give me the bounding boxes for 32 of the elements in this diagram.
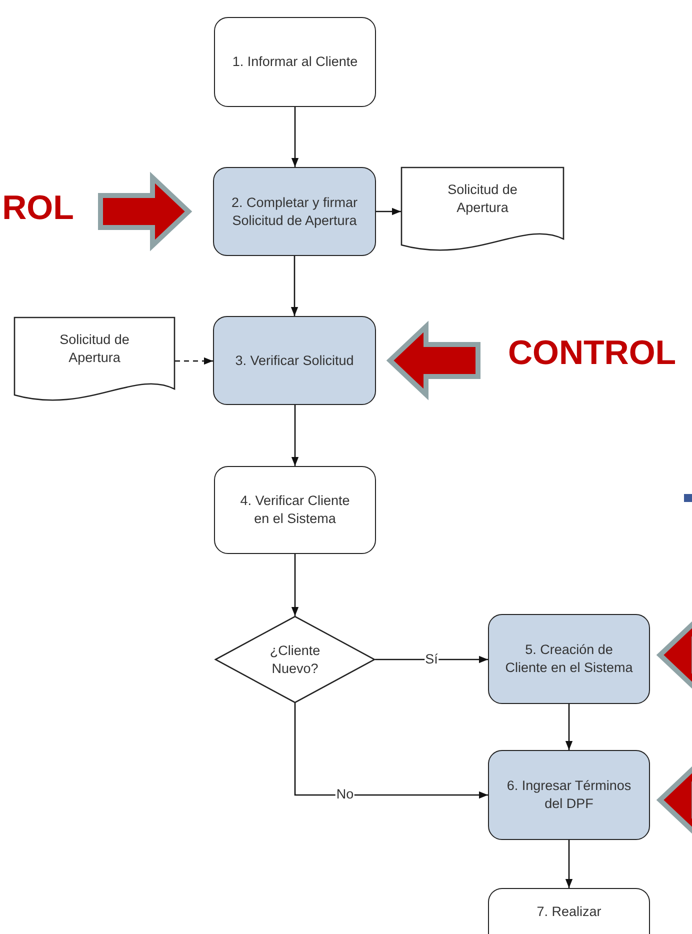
- arrow: [291, 405, 299, 466]
- control-label: ROL: [2, 188, 74, 229]
- process-box: [488, 614, 650, 704]
- node-label: 3. Verificar Solicitud: [234, 352, 355, 370]
- node-label: 4. Verificar Cliente en el Sistema: [239, 492, 351, 528]
- node-label: 5. Creación de Cliente en el Sistema: [504, 641, 634, 677]
- control-label: CONTROL: [508, 332, 676, 374]
- arrow: [290, 256, 298, 316]
- node-label: 7. Realizar: [536, 902, 602, 920]
- arrow: [376, 208, 401, 216]
- process-box: [213, 316, 376, 405]
- arrow: [565, 704, 573, 750]
- node-label: ¿Cliente Nuevo?: [268, 642, 322, 678]
- block-arrow: [98, 172, 192, 252]
- node-label: Solicitud de Apertura: [446, 181, 518, 216]
- node-label: 2. Completar y firmar Solicitud de Apertura: [230, 194, 359, 230]
- node-label: 1. Informar al Cliente: [231, 53, 359, 71]
- arrow: [291, 107, 299, 167]
- block-arrow: [386, 320, 480, 400]
- arrow: [375, 656, 488, 664]
- process-box: [214, 466, 376, 554]
- arrow: [294, 703, 488, 799]
- arrow: [565, 840, 573, 888]
- arrow: [175, 357, 213, 365]
- process-box: [214, 17, 376, 107]
- process-box: [488, 750, 650, 840]
- node-label: Solicitud de Apertura: [58, 331, 130, 366]
- node-label: 6. Ingresar Términos del DPF: [506, 777, 632, 813]
- process-box: [488, 888, 650, 934]
- process-box: [213, 167, 376, 256]
- edge-label: Sí: [424, 652, 439, 667]
- arrow: [291, 554, 299, 616]
